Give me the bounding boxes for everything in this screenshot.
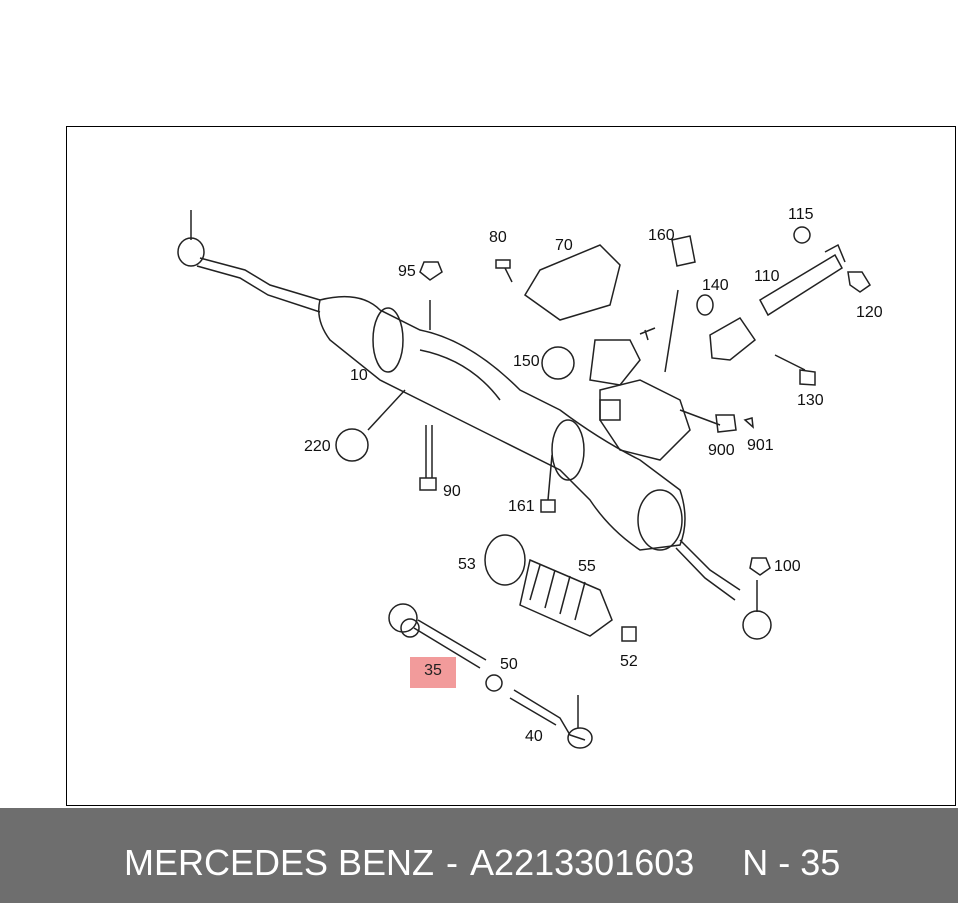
bolt-90 xyxy=(419,425,437,491)
callout-50: 50 xyxy=(500,656,518,673)
callout-161: 161 xyxy=(508,498,535,515)
callout-10: 10 xyxy=(350,367,368,384)
right-tie-rod xyxy=(675,539,772,640)
callout-90: 90 xyxy=(443,483,461,500)
footer-caption: MERCEDES BENZ-A2213301603 N - 35 xyxy=(124,842,840,884)
sleeve-160 xyxy=(671,235,696,267)
nut-95 xyxy=(419,261,443,281)
steering-shaft-110 xyxy=(709,243,846,361)
clamp-52 xyxy=(621,626,637,642)
callout-95: 95 xyxy=(398,263,416,280)
callout-70: 70 xyxy=(555,237,573,254)
callout-900: 900 xyxy=(708,442,735,459)
connector-900 xyxy=(715,414,737,433)
part-number: A2213301603 xyxy=(470,842,695,883)
callout-52: 52 xyxy=(620,653,638,670)
highlight-box xyxy=(410,657,456,688)
callout-140: 140 xyxy=(702,277,729,294)
footer-bar xyxy=(0,808,958,903)
nut-50 xyxy=(485,674,503,692)
callout-110: 110 xyxy=(754,268,780,285)
nut-100 xyxy=(749,557,771,576)
rack-housing xyxy=(318,295,686,551)
callout-160: 160 xyxy=(648,227,675,244)
diagram-frame xyxy=(66,126,956,806)
callout-901: 901 xyxy=(747,437,774,454)
outer-tie-rod-end xyxy=(509,689,593,749)
sensor xyxy=(589,339,641,386)
callout-100: 100 xyxy=(774,558,801,575)
callout-115: 115 xyxy=(788,206,814,223)
inner-tie-rod xyxy=(388,603,487,669)
callout-130: 130 xyxy=(797,392,824,409)
screw xyxy=(639,327,656,341)
callout-55: 55 xyxy=(578,558,596,575)
bracket-70 xyxy=(524,244,621,321)
bolt-161 xyxy=(540,499,556,513)
bolt-80 xyxy=(495,259,513,283)
callout-53: 53 xyxy=(458,556,476,573)
boot-55 xyxy=(519,558,613,637)
wrench-220 xyxy=(335,428,369,462)
callout-120: 120 xyxy=(856,304,883,321)
steering-rack-diagram: 10 40 50 52 53 55 70 80 90 95 100 110 11… xyxy=(177,206,883,749)
left-tie-rod-end xyxy=(177,210,321,313)
clamp-53 xyxy=(484,534,526,586)
bolt-120 xyxy=(847,271,872,293)
callout-80: 80 xyxy=(489,229,507,246)
position-number: N - 35 xyxy=(742,842,841,883)
wrench-150 xyxy=(541,346,575,380)
bolt-130 xyxy=(774,354,816,386)
callout-40: 40 xyxy=(525,728,543,745)
cap-115 xyxy=(793,226,811,244)
washer-140 xyxy=(696,294,714,316)
separator: - xyxy=(446,842,459,883)
callout-220: 220 xyxy=(304,438,331,455)
pin-901 xyxy=(743,417,754,429)
brand-name: MERCEDES BENZ xyxy=(124,842,435,883)
valve-housing xyxy=(599,379,721,461)
callout-150: 150 xyxy=(513,353,540,370)
callout-35-highlighted: 35 xyxy=(424,662,442,679)
